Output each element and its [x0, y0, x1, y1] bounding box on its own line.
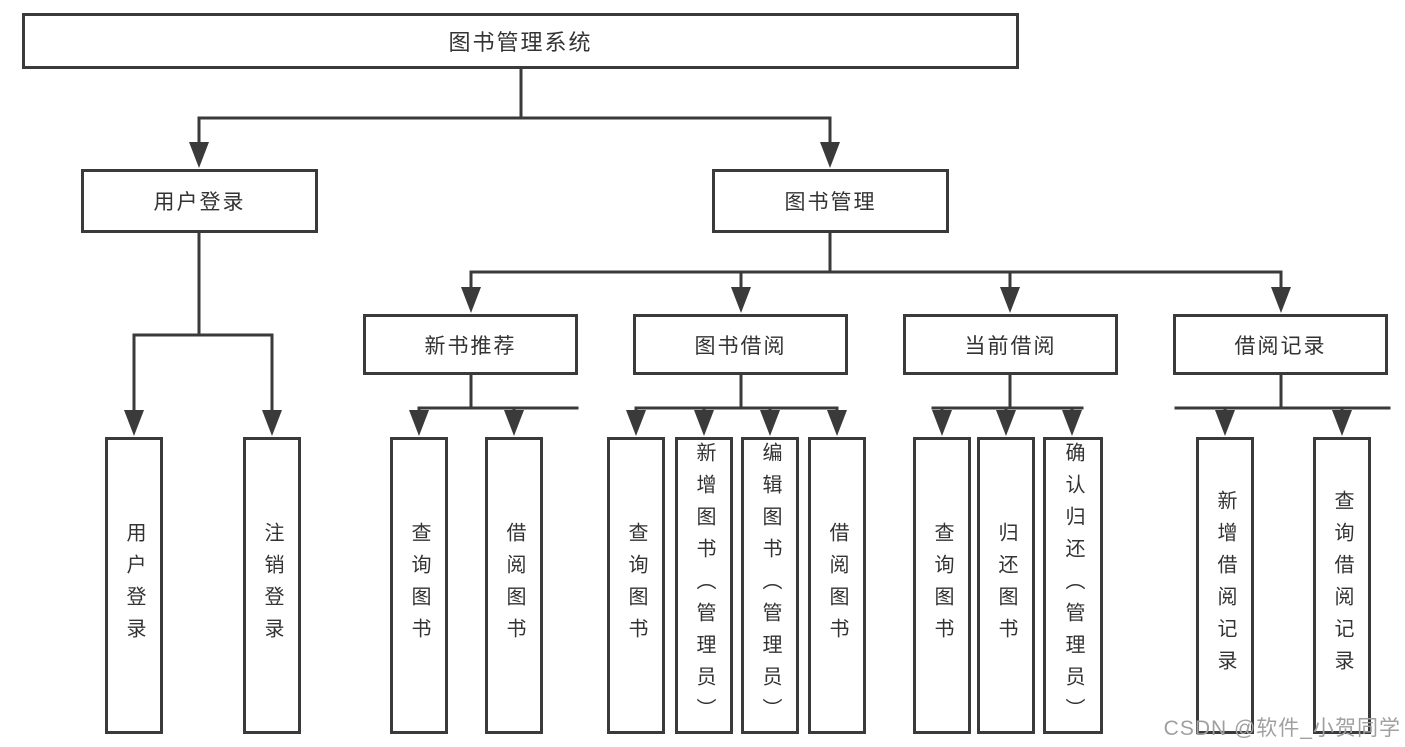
connector-root-to-level2	[189, 67, 840, 168]
connector-user-login-to-leaves	[124, 231, 282, 436]
node-new-book-recommend: 新书推荐	[363, 314, 578, 375]
node-book-borrow: 图书借阅	[633, 314, 848, 375]
leaf-current-return-books: 归还图书	[977, 437, 1035, 734]
leaf-recommend-borrow-books-label: 借阅图书	[503, 521, 525, 650]
leaf-current-return-books-label: 归还图书	[995, 521, 1017, 650]
csdn-watermark: CSDN @软件_小贺同学	[1163, 717, 1401, 740]
connector-current-borrow-to-leaves	[931, 373, 1084, 436]
connector-book-borrow-to-leaves	[626, 373, 847, 436]
leaf-borrow-add-books-admin: 新增图书（管理员）	[675, 437, 733, 734]
node-book-management: 图书管理	[712, 169, 949, 233]
leaf-user-login-label: 用户登录	[123, 521, 145, 650]
node-borrow-records-label: 借阅记录	[1234, 334, 1327, 358]
node-current-borrow-label: 当前借阅	[964, 334, 1057, 358]
leaf-borrow-query-books: 查询图书	[607, 437, 665, 734]
leaf-recommend-query-books: 查询图书	[390, 437, 448, 734]
leaf-current-confirm-return-admin: 确认归还（管理员）	[1043, 437, 1103, 734]
leaf-logout-label: 注销登录	[261, 521, 283, 650]
node-borrow-records: 借阅记录	[1173, 314, 1388, 375]
leaf-borrow-edit-books-admin: 编辑图书（管理员）	[741, 437, 799, 734]
leaf-records-add-record: 新增借阅记录	[1196, 437, 1254, 734]
connector-borrow-records-to-leaves	[1174, 373, 1391, 436]
leaf-user-login: 用户登录	[105, 437, 163, 734]
leaf-records-query-record-label: 查询借阅记录	[1331, 489, 1353, 682]
connector-book-management-to-level3	[461, 231, 1291, 313]
leaf-current-query-books: 查询图书	[913, 437, 971, 734]
leaf-records-query-record: 查询借阅记录	[1313, 437, 1371, 734]
node-current-borrow: 当前借阅	[903, 314, 1118, 375]
node-book-management-label: 图书管理	[784, 191, 877, 214]
leaf-borrow-borrow-books: 借阅图书	[808, 437, 866, 734]
node-book-borrow-label: 图书借阅	[694, 334, 787, 358]
leaf-current-confirm-return-admin-label: 确认归还（管理员）	[1062, 441, 1084, 730]
connector-new-book-recommend-to-leaves	[409, 373, 579, 436]
node-root: 图书管理系统	[22, 13, 1019, 69]
leaf-current-query-books-label: 查询图书	[931, 521, 953, 650]
leaf-records-add-record-label: 新增借阅记录	[1214, 489, 1236, 682]
leaf-borrow-query-books-label: 查询图书	[625, 521, 647, 650]
leaf-logout: 注销登录	[243, 437, 301, 734]
leaf-borrow-add-books-admin-label: 新增图书（管理员）	[693, 441, 715, 730]
node-root-label: 图书管理系统	[448, 30, 593, 55]
node-user-login-label: 用户登录	[153, 191, 246, 214]
node-user-login: 用户登录	[81, 169, 318, 233]
leaf-borrow-edit-books-admin-label: 编辑图书（管理员）	[759, 441, 781, 730]
leaf-recommend-borrow-books: 借阅图书	[485, 437, 543, 734]
leaf-recommend-query-books-label: 查询图书	[408, 521, 430, 650]
leaf-borrow-borrow-books-label: 借阅图书	[826, 521, 848, 650]
node-new-book-recommend-label: 新书推荐	[424, 334, 517, 358]
